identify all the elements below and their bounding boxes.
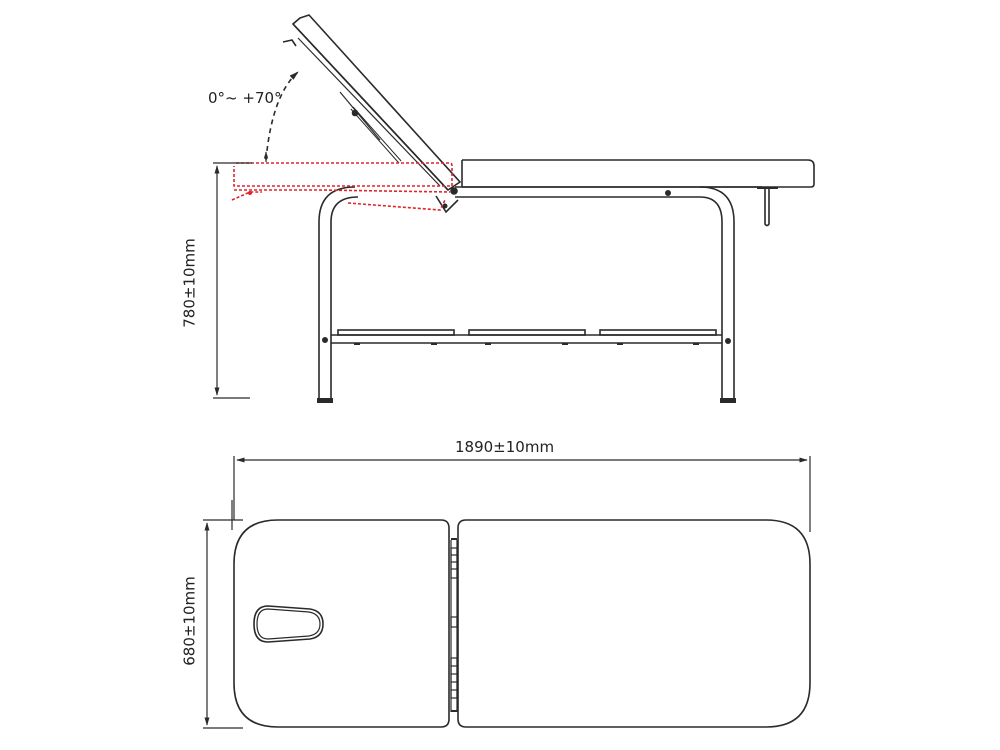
- top-frame-rail: [450, 186, 762, 198]
- angle-arc: [265, 71, 299, 161]
- backrest-raised: [282, 14, 462, 214]
- left-leg: [317, 186, 359, 403]
- backrest-lowered-indicator: [231, 162, 453, 211]
- width-dimension: [203, 500, 243, 729]
- foot-support-pin: [757, 187, 778, 227]
- height-dimension-label: 780±10mm: [180, 238, 199, 328]
- height-dimension: [213, 162, 252, 399]
- face-hole: [253, 605, 324, 643]
- lower-shelf: [331, 329, 722, 345]
- hinge-strip: [450, 538, 458, 712]
- right-leg: [699, 186, 736, 403]
- body-section: [457, 519, 811, 728]
- length-dimension: [233, 456, 811, 532]
- width-dimension-label: 680±10mm: [180, 576, 199, 666]
- side-view: [263, 14, 815, 403]
- top-view: [233, 519, 811, 728]
- backrest-angle-label: 0°~ +70°: [208, 89, 282, 107]
- head-section: [233, 519, 450, 728]
- seat-cushion: [461, 159, 815, 188]
- length-dimension-label: 1890±10mm: [455, 438, 555, 456]
